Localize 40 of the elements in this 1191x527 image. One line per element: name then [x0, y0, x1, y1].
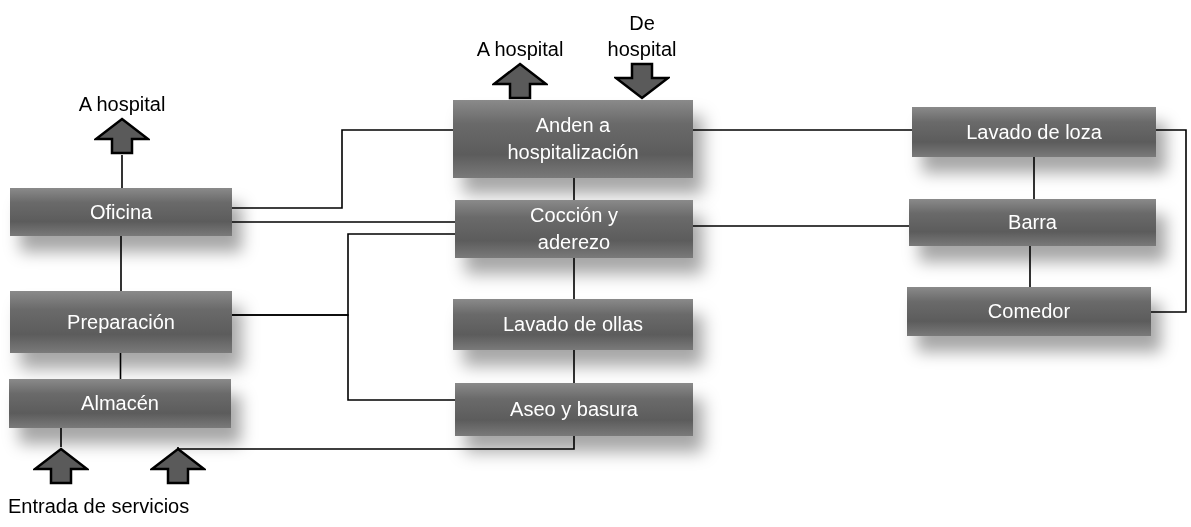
connector-line [231, 221, 456, 223]
connector-line [573, 349, 575, 384]
box-label: Comedor [987, 299, 1071, 324]
box-label: Aseo y basura [510, 397, 638, 422]
connector-line [1150, 129, 1187, 313]
entrance-caption: Entrada de servicios [8, 494, 190, 519]
arrow-caption: A hospital [476, 37, 564, 62]
box-label: Lavado de ollas [502, 312, 644, 337]
box-label: Barra [1008, 210, 1057, 235]
connector-line [1033, 156, 1035, 200]
connector-line [231, 129, 454, 209]
connector-line [120, 235, 122, 292]
box-label: Cocción y aderezo [529, 203, 619, 255]
process-box [9, 379, 231, 428]
process-box [10, 291, 232, 353]
process-box [455, 383, 693, 436]
process-box [909, 199, 1156, 246]
box-label: Almacén [81, 391, 159, 416]
box-label: Preparación [67, 309, 175, 335]
connector-line [573, 257, 575, 300]
connector-line [121, 154, 123, 189]
connector-line [573, 177, 575, 201]
connector-line [177, 435, 575, 450]
process-box [912, 107, 1156, 157]
connector-line [60, 427, 62, 448]
process-box [455, 200, 693, 258]
connector-line [1029, 245, 1031, 288]
connector-line [119, 352, 122, 380]
box-label: Oficina [89, 199, 153, 225]
process-box [453, 299, 693, 350]
connector-line [692, 225, 910, 227]
process-box [453, 100, 693, 178]
connector-line [692, 129, 913, 131]
process-box [907, 287, 1151, 336]
box-label: Anden a hospitalización [506, 113, 640, 165]
process-box [10, 188, 232, 236]
box-label: Lavado de loza [966, 119, 1102, 145]
connector-line [231, 314, 456, 401]
arrow-caption: De hospital [606, 11, 678, 62]
arrow-caption: A hospital [78, 92, 166, 117]
